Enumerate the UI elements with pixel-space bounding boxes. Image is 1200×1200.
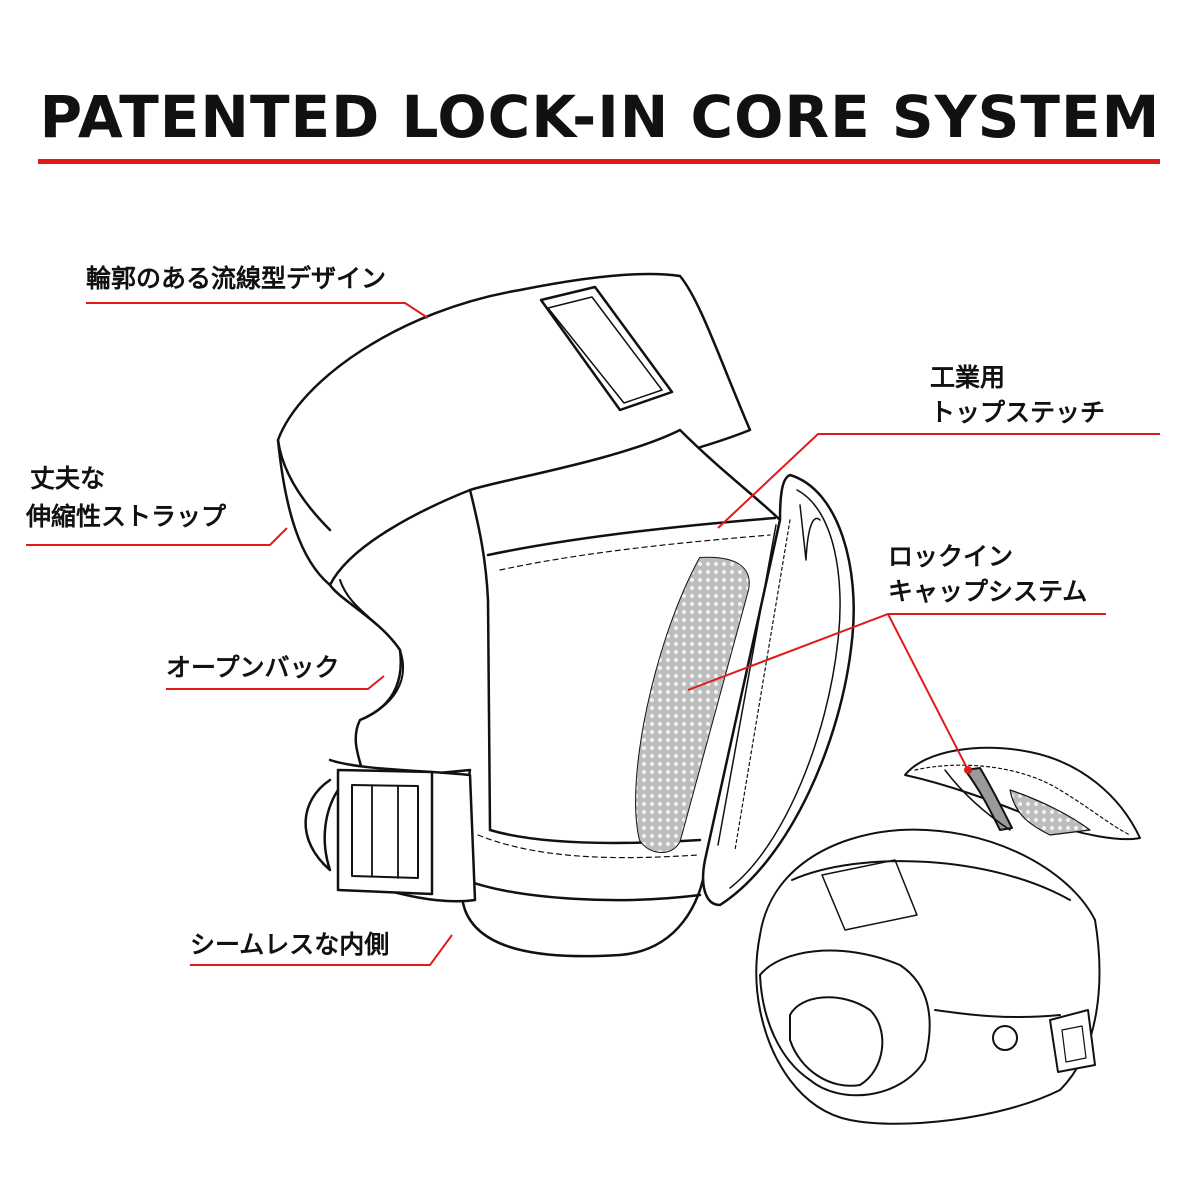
upper-strap-inner-edge bbox=[276, 438, 332, 532]
seamless-inner-band bbox=[463, 878, 702, 902]
detached-mesh bbox=[1009, 789, 1091, 836]
diagram-title: PATENTED LOCK-IN CORE SYSTEM bbox=[39, 83, 1161, 151]
label-lockin-line2: キャップシステム bbox=[888, 577, 1088, 606]
label-lockin-line1: ロックイン bbox=[888, 542, 1014, 571]
detached-cap bbox=[904, 746, 1141, 841]
lockin-marker bbox=[964, 766, 972, 774]
label-topstitch-line1: 工業用 bbox=[930, 363, 1006, 392]
detached-cap-view bbox=[755, 746, 1141, 1125]
leader-contoured bbox=[86, 302, 429, 319]
leader-open-back bbox=[166, 675, 385, 690]
leader-lockin-detached bbox=[887, 613, 969, 771]
label-topstitch-line2: トップステッチ bbox=[930, 398, 1106, 427]
title-underline bbox=[38, 159, 1160, 164]
inner-panel bbox=[468, 488, 702, 845]
lower-back-flap bbox=[304, 778, 340, 872]
inner-panel-top bbox=[486, 516, 777, 557]
strap-velcro-tab bbox=[539, 285, 674, 412]
callout-leaders bbox=[26, 302, 1160, 966]
leader-seamless bbox=[190, 934, 453, 966]
detached-buckle bbox=[1049, 1009, 1096, 1073]
detached-strap bbox=[964, 767, 1013, 831]
leader-strap bbox=[26, 527, 288, 546]
label-seamless-inside: シームレスな内側 bbox=[190, 930, 390, 959]
detached-velcro bbox=[821, 859, 918, 931]
buckle bbox=[336, 768, 434, 896]
leader-topstitch bbox=[717, 433, 1160, 529]
label-strap-line2: 伸縮性ストラップ bbox=[26, 502, 227, 531]
label-contoured-design: 輪郭のある流線型デザイン bbox=[86, 264, 387, 293]
label-open-back: オープンバック bbox=[166, 653, 340, 682]
open-back-cutout bbox=[339, 579, 405, 721]
lockin-cap bbox=[701, 473, 855, 907]
label-strap-line1: 丈夫な bbox=[30, 464, 106, 493]
